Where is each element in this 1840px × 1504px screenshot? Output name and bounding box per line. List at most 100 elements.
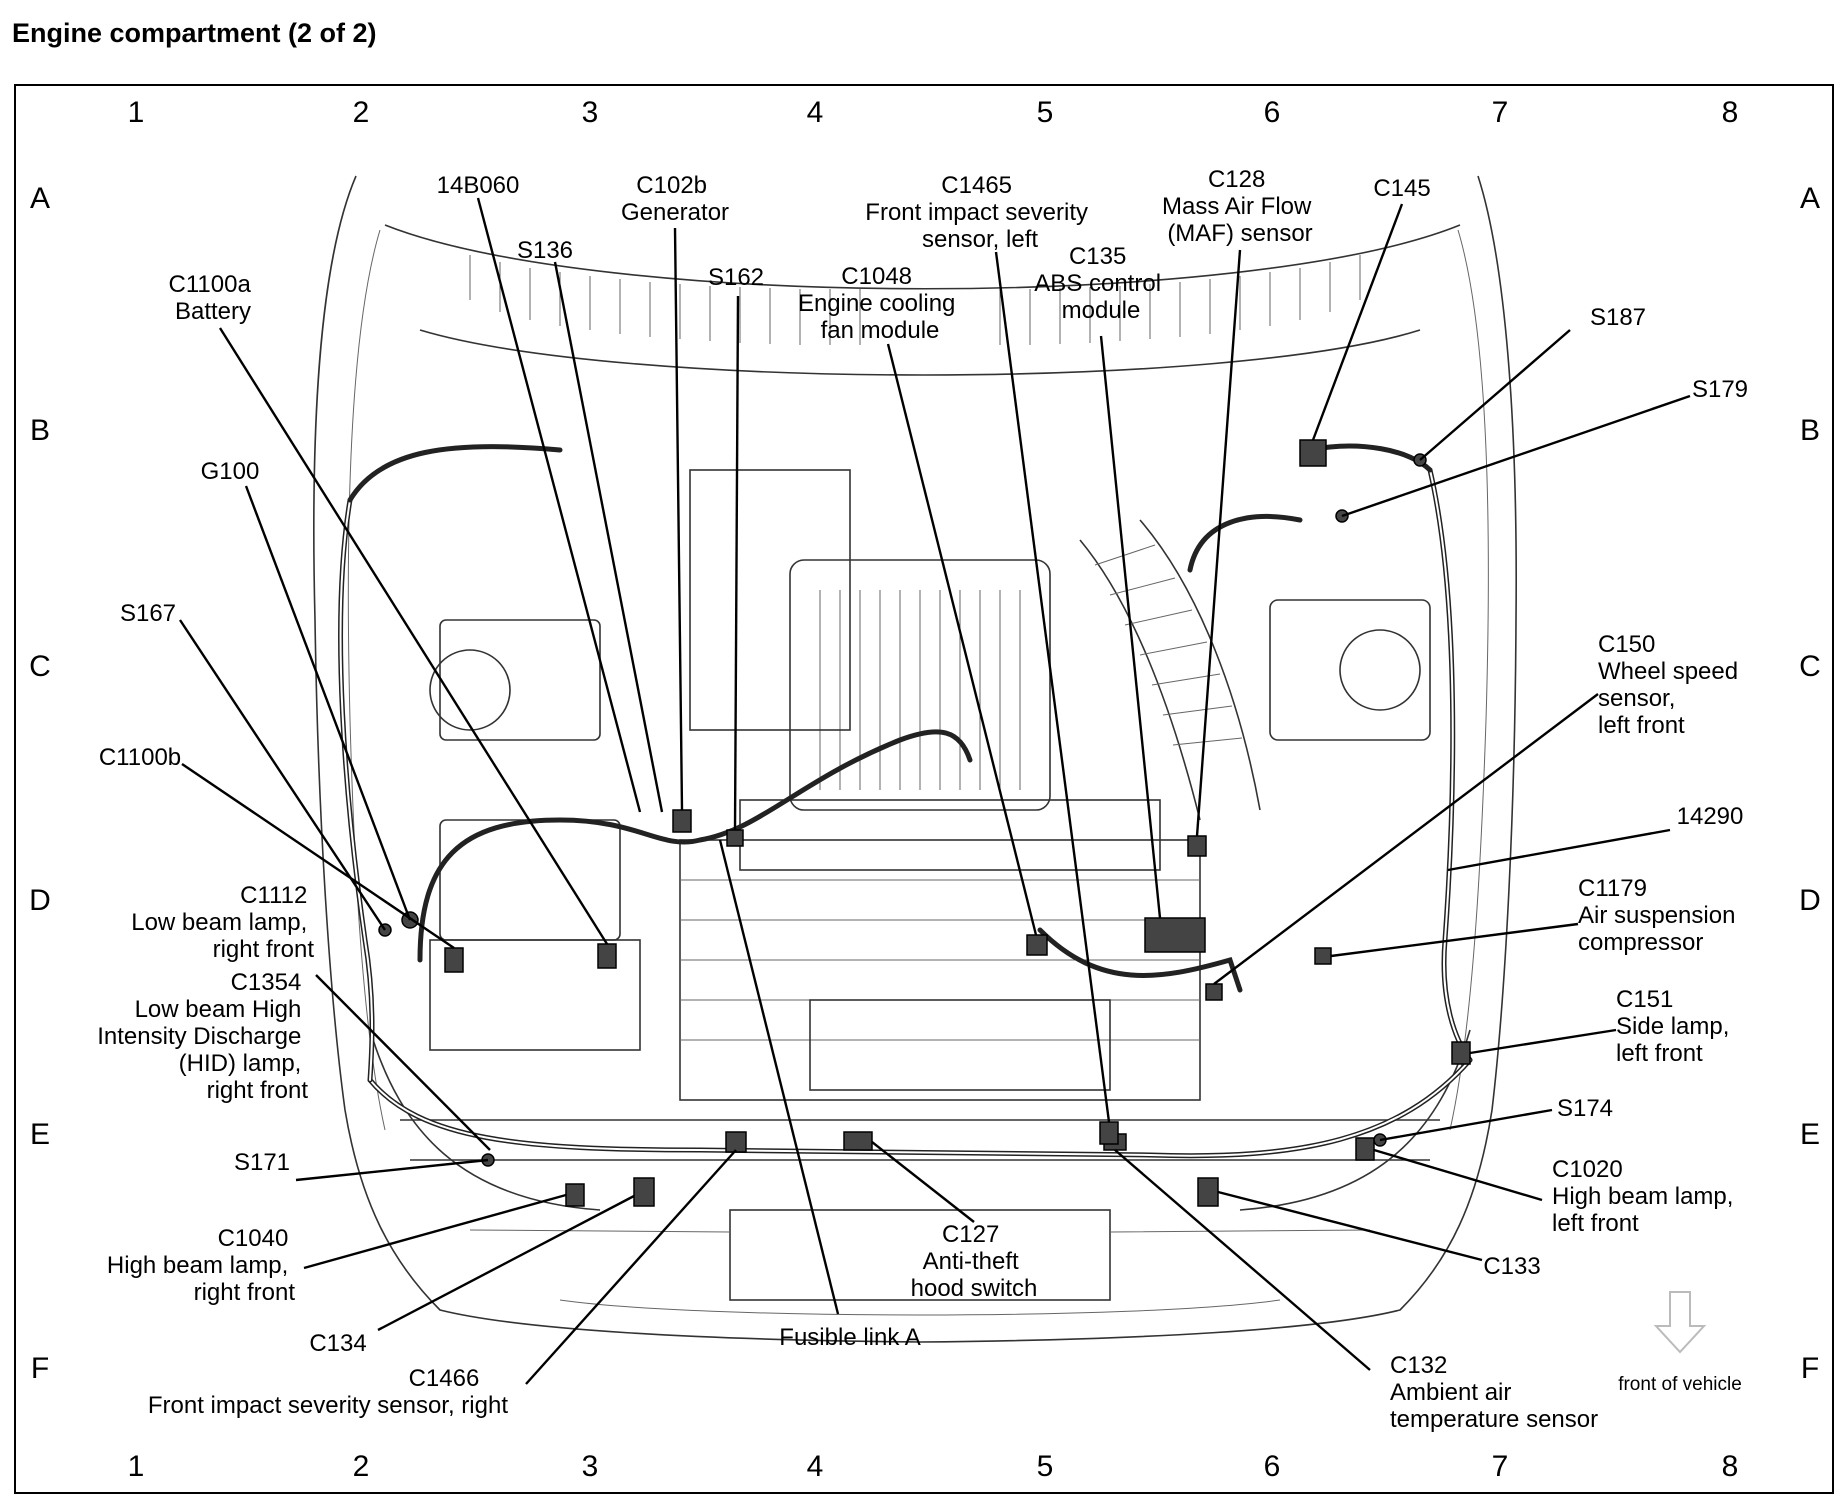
col-label-top-4: 4: [807, 96, 824, 129]
harness-battery-loop: [417, 729, 973, 963]
connector-c127: [843, 1131, 873, 1151]
connector-c1465: [1099, 1121, 1119, 1145]
col-label-top-7: 7: [1492, 96, 1509, 129]
label-s162: S162: [708, 264, 764, 291]
leader-g100: [244, 485, 412, 921]
diagram-frame: [14, 84, 1834, 1494]
label-s167: S167: [120, 600, 176, 627]
leader-s136: [553, 261, 664, 813]
label-c132: C132 Ambient air temperature sensor: [1390, 1352, 1598, 1433]
label-s136: S136: [517, 237, 573, 264]
cowl-outline: [384, 224, 1461, 290]
leader-s162: [733, 295, 740, 831]
front-bumper-lines: [469, 1229, 1371, 1316]
connector-c1100a: [597, 943, 617, 969]
label-c150: C150 Wheel speed sensor, left front: [1598, 631, 1745, 739]
label-14290: 14290: [1677, 803, 1744, 830]
connector-c1466: [725, 1131, 747, 1153]
air-intake-duct-ribs: [1094, 544, 1243, 746]
col-label-bottom-7: 7: [1492, 1450, 1509, 1483]
label-fusible-link-a: Fusible link A: [779, 1324, 920, 1351]
col-label-top-8: 8: [1722, 96, 1739, 129]
harness-maf: [1187, 514, 1303, 573]
col-label-bottom-8: 8: [1722, 1450, 1739, 1483]
col-label-bottom-4: 4: [807, 1450, 824, 1483]
connector-c1048: [1026, 934, 1048, 956]
headlamp-right-front: [369, 1029, 601, 1211]
connector-c128: [1187, 835, 1207, 857]
label-c135: C135 ABS control module: [1034, 243, 1167, 324]
leader-s187: [1419, 329, 1571, 461]
grid-markers: 1 2 3 4 5 6 7 8 1 2 3 4 5 6 7 8 A B C D …: [29, 96, 1821, 1483]
strut-tower-right: [429, 649, 511, 731]
row-label-left-e: E: [30, 1118, 50, 1151]
label-s187: S187: [1590, 304, 1646, 331]
label-c1465: C1465 Front impact severity sensor, left: [865, 172, 1094, 253]
leader-c128: [1195, 249, 1242, 837]
down-arrow-icon: [1653, 1291, 1707, 1354]
label-c1100b: C1100b: [99, 744, 181, 771]
front-of-vehicle-label: front of vehicle: [1618, 1374, 1742, 1395]
col-label-bottom-5: 5: [1037, 1450, 1054, 1483]
row-label-right-b: B: [1800, 414, 1820, 447]
label-c1100a: C1100a Battery: [169, 271, 258, 325]
label-c1179: C1179 Air suspension compressor: [1578, 875, 1742, 956]
engine-fuse-box: [439, 619, 601, 741]
harness-left-side: [1427, 467, 1473, 1063]
col-label-top-6: 6: [1264, 96, 1281, 129]
row-label-left-b: B: [30, 414, 50, 447]
connector-c145: [1299, 439, 1327, 467]
label-c128: C128 Mass Air Flow (MAF) sensor: [1162, 166, 1318, 247]
leader-c1100b: [181, 763, 455, 949]
row-label-right-c: C: [1799, 650, 1821, 683]
harness-right-side: [338, 497, 375, 1083]
front-of-vehicle-legend: front of vehicle: [1618, 1291, 1742, 1395]
row-label-right-d: D: [1799, 884, 1821, 917]
air-intake-duct: [1079, 519, 1261, 821]
label-s171: S171: [234, 1149, 290, 1176]
label-g100: G100: [201, 458, 260, 485]
car-inner-fender-left: [347, 229, 386, 1131]
label-c133: C133: [1483, 1253, 1540, 1280]
label-c1354: C1354 Low beam High Intensity Discharge …: [97, 969, 308, 1104]
connector-c150: [1205, 983, 1223, 1001]
leader-c102b: [673, 227, 684, 811]
abs-module-box: [1269, 599, 1431, 741]
page-title: Engine compartment (2 of 2): [12, 18, 377, 48]
leader-c133: [1217, 1190, 1483, 1262]
car-inner-fender-right: [1449, 229, 1489, 1131]
leader-c151: [1469, 1028, 1617, 1055]
leader-s174: [1379, 1108, 1553, 1142]
label-c1040: C1040 High beam lamp, right front: [107, 1225, 295, 1306]
engine-cover: [789, 559, 1051, 811]
label-c1112: C1112 Low beam lamp, right front: [131, 882, 314, 963]
label-c102b: C102b Generator: [621, 172, 729, 226]
cowl-inner: [419, 329, 1421, 376]
fan-shroud: [809, 999, 1111, 1091]
row-label-right-e: E: [1800, 1118, 1820, 1151]
intake-manifold: [689, 469, 851, 731]
row-label-left-f: F: [31, 1352, 49, 1385]
harness-cowl: [347, 443, 1433, 503]
row-label-right-a: A: [1800, 182, 1820, 215]
label-14b060: 14B060: [437, 172, 520, 199]
leader-c1354: [315, 974, 491, 1151]
connector-c151: [1451, 1041, 1471, 1065]
connector-c135: [1144, 917, 1206, 953]
row-label-right-f: F: [1801, 1352, 1819, 1385]
row-label-left-c: C: [29, 650, 51, 683]
connector-c1020: [1355, 1137, 1375, 1161]
leader-c145: [1311, 203, 1404, 441]
col-label-top-3: 3: [582, 96, 599, 129]
label-c1048: C1048 Engine cooling fan module: [798, 263, 962, 344]
harness-abs: [1037, 927, 1243, 993]
connector-s162: [726, 829, 744, 847]
car-body-outline: [313, 175, 1517, 1343]
connector-c134: [633, 1177, 655, 1207]
battery-tray: [429, 939, 641, 1051]
connectors: [378, 439, 1471, 1207]
connector-c1040: [565, 1183, 585, 1207]
leader-c1465: [994, 251, 1111, 1123]
col-label-top-1: 1: [128, 96, 145, 129]
